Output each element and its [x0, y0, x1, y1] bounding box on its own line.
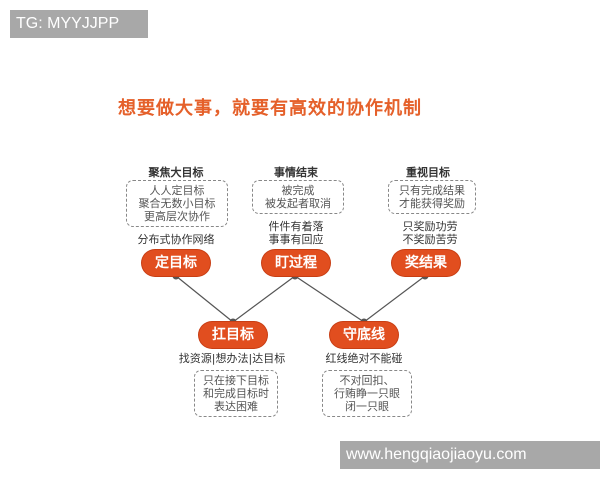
caption-line: 分布式协作网络: [137, 233, 215, 246]
watermark-top: TG: MYYJJPP: [10, 10, 148, 38]
caption-hold-bottom-line: 红线绝对不能碰: [316, 352, 412, 365]
note-line: 只在接下目标: [203, 374, 269, 387]
note-box-reward-result: 只有完成结果 才能获得奖励: [388, 180, 476, 214]
watermark-bottom: www.hengqiaojiaoyu.com: [340, 441, 600, 469]
heading-value-goal: 重视目标: [406, 166, 450, 179]
note-box-set-goal: 人人定目标 聚合无数小目标 更高层次协作: [126, 180, 228, 227]
diagram-title: 想要做大事，就要有高效的协作机制: [118, 98, 422, 119]
pill-watch-process: 盯过程: [262, 250, 330, 276]
note-line: 只有完成结果: [399, 184, 465, 197]
caption-line: 找资源|想办法|达目标: [178, 352, 286, 365]
note-line: 被完成: [281, 184, 315, 197]
pill-reward-result: 奖结果: [392, 250, 460, 276]
caption-line: 不奖励苦劳: [402, 233, 458, 246]
caption-set-goal: 分布式协作网络: [124, 233, 228, 246]
heading-task-end: 事情结束: [274, 166, 318, 179]
pill-own-goal: 扛目标: [199, 322, 267, 348]
note-line: 表达困难: [214, 400, 258, 413]
caption-line: 只奖励功劳: [402, 220, 458, 233]
note-line: 行贿睁一只眼: [334, 387, 400, 400]
caption-own-goal: 找资源|想办法|达目标: [170, 352, 294, 365]
heading-focus-goal: 聚焦大目标: [148, 166, 204, 179]
note-box-hold-bottom-line: 不对回扣、 行贿睁一只眼 闭一只眼: [322, 370, 412, 417]
caption-watch-process: 件件有着落 事事有回应: [256, 220, 336, 246]
note-line: 和完成目标时: [203, 387, 269, 400]
caption-line: 事事有回应: [268, 233, 324, 246]
note-line: 更高层次协作: [144, 210, 210, 223]
note-line: 不对回扣、: [339, 374, 395, 387]
note-box-own-goal: 只在接下目标 和完成目标时 表达困难: [194, 370, 278, 417]
note-line: 才能获得奖励: [399, 197, 465, 210]
note-line: 被发起者取消: [265, 197, 331, 210]
caption-line: 红线绝对不能碰: [325, 352, 403, 365]
note-line: 闭一只眼: [345, 400, 389, 413]
pill-hold-bottom-line: 守底线: [330, 322, 398, 348]
note-box-watch-process: 被完成 被发起者取消: [252, 180, 344, 214]
note-line: 人人定目标: [149, 184, 205, 197]
caption-line: 件件有着落: [268, 220, 324, 233]
note-line: 聚合无数小目标: [138, 197, 216, 210]
caption-reward-result: 只奖励功劳 不奖励苦劳: [390, 220, 470, 246]
pill-set-goal: 定目标: [142, 250, 210, 276]
